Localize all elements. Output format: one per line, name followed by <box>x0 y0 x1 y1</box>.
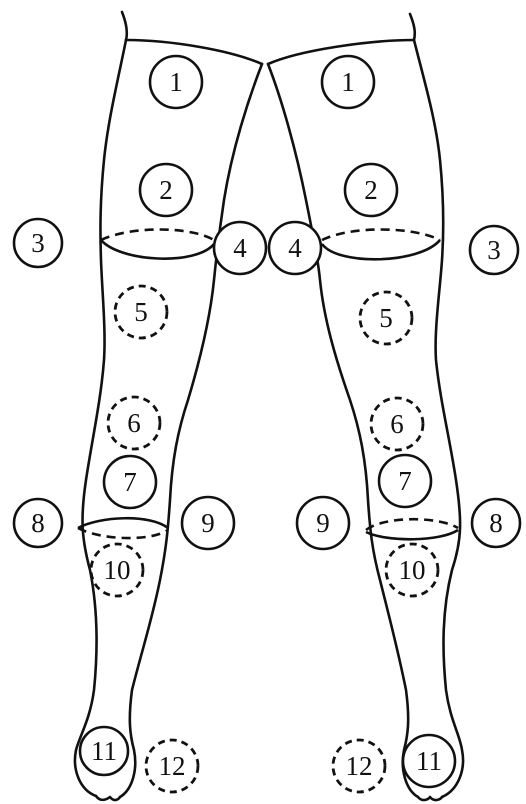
marker-left-7-label: 7 <box>123 467 137 497</box>
marker-left-8: 8 <box>14 499 62 547</box>
marker-right-6-label: 6 <box>390 409 404 439</box>
right-ankle-cuff-front <box>366 519 458 530</box>
marker-left-8-label: 8 <box>31 508 45 538</box>
right-leg-outline <box>268 14 463 800</box>
marker-left-2: 2 <box>140 164 192 216</box>
marker-left-9-label: 9 <box>201 508 215 538</box>
marker-right-5-label: 5 <box>379 303 393 333</box>
marker-right-4: 4 <box>269 222 321 274</box>
marker-right-9: 9 <box>297 497 349 549</box>
marker-left-11-label: 11 <box>91 736 117 766</box>
marker-right-1-label: 1 <box>341 67 355 97</box>
right-ankle-cuff-back <box>366 530 458 539</box>
marker-right-4-label: 4 <box>288 233 302 263</box>
marker-right-3: 3 <box>470 226 518 274</box>
marker-right-12-label: 12 <box>346 751 373 781</box>
right-knee-cuff-back <box>322 230 440 241</box>
marker-left-3: 3 <box>14 219 62 267</box>
marker-left-11: 11 <box>80 727 128 775</box>
marker-right-3-label: 3 <box>487 235 501 265</box>
marker-left-9: 9 <box>182 497 234 549</box>
marker-right-12: 12 <box>333 740 385 792</box>
marker-right-7: 7 <box>379 455 431 507</box>
marker-left-12: 12 <box>146 740 198 792</box>
left-leg-outer-contour <box>75 12 127 796</box>
left-knee-cuff-front <box>101 240 214 259</box>
marker-left-1: 1 <box>150 56 202 108</box>
marker-right-10: 10 <box>386 544 438 596</box>
right-foot-toes <box>418 797 442 800</box>
left-ankle-cuff-back <box>78 528 168 538</box>
right-knee-cuff-front <box>322 240 440 259</box>
marker-left-1-label: 1 <box>169 67 183 97</box>
left-leg-outline <box>75 12 262 800</box>
marker-left-7: 7 <box>104 456 156 508</box>
marker-left-6: 6 <box>108 397 160 449</box>
marker-right-11-label: 11 <box>416 746 442 776</box>
marker-right-11: 11 <box>403 735 455 787</box>
marker-left-4-label: 4 <box>233 233 247 263</box>
marker-left-3-label: 3 <box>31 228 45 258</box>
marker-right-2: 2 <box>345 164 397 216</box>
marker-left-4: 4 <box>214 222 266 274</box>
left-leg-inner-contour <box>120 64 262 797</box>
marker-right-7-label: 7 <box>398 466 412 496</box>
marker-left-10-label: 10 <box>104 555 131 585</box>
left-foot-toes <box>96 796 120 800</box>
marker-left-10: 10 <box>91 544 143 596</box>
marker-right-1: 1 <box>322 56 374 108</box>
marker-right-8-label: 8 <box>489 508 503 538</box>
marker-left-6-label: 6 <box>127 408 141 438</box>
marker-left-5: 5 <box>115 286 167 338</box>
marker-right-9-label: 9 <box>316 508 330 538</box>
left-knee-cuff-back <box>101 230 214 241</box>
marker-right-5: 5 <box>360 292 412 344</box>
right-leg-outer-contour <box>410 14 463 797</box>
marker-left-12-label: 12 <box>159 751 186 781</box>
marker-left-5-label: 5 <box>134 297 148 327</box>
marker-left-2-label: 2 <box>159 175 173 205</box>
marker-right-10-label: 10 <box>399 555 426 585</box>
marker-right-2-label: 2 <box>364 175 378 205</box>
left-thigh-top <box>126 40 262 64</box>
marker-right-8: 8 <box>472 499 520 547</box>
marker-right-6: 6 <box>371 398 423 450</box>
left-ankle-cuff-front <box>78 518 168 528</box>
